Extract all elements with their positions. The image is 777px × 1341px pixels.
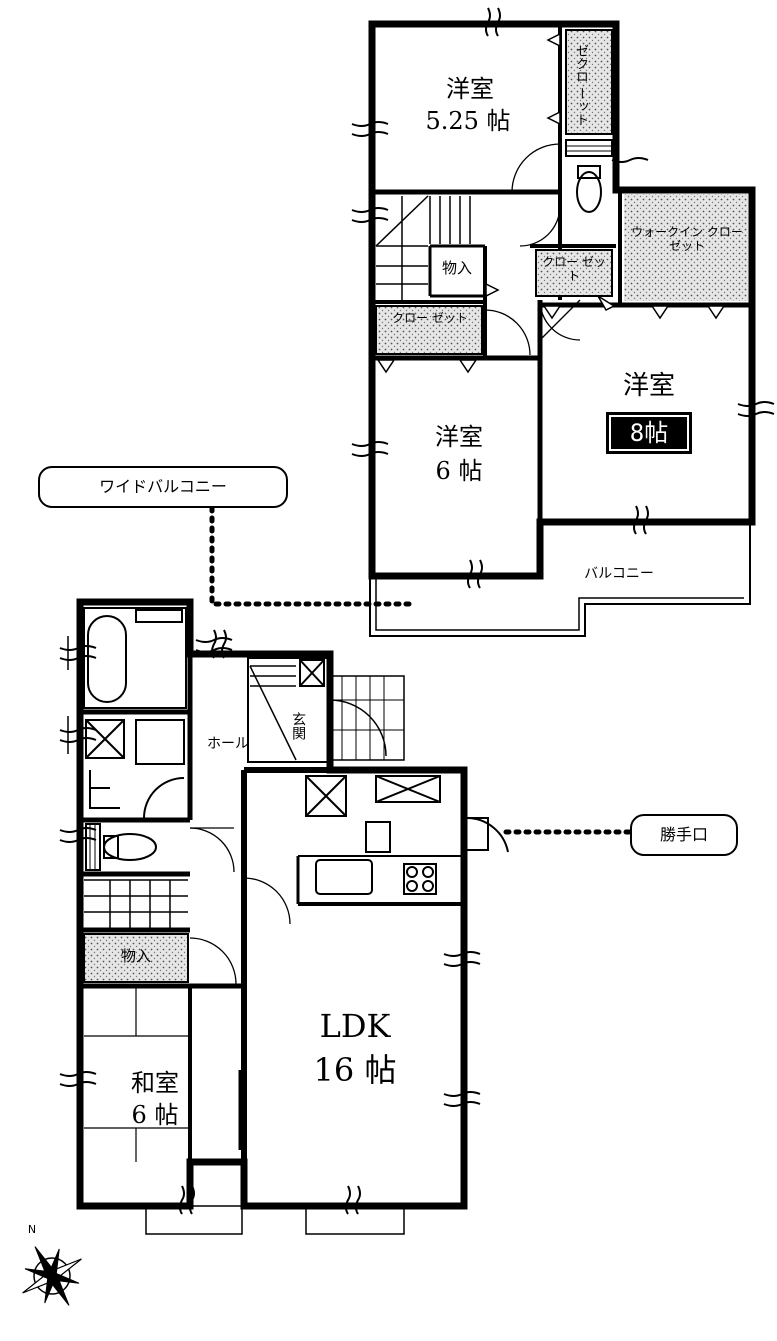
kitchen-fixtures (305, 775, 509, 895)
entrance-label: 玄関 (290, 712, 307, 740)
floor2-stairs (375, 195, 471, 300)
closet-b-label: クロー ゼット (392, 311, 468, 325)
storage-1f-label: 物入 (120, 947, 151, 965)
closet-c-label: クロー ゼット (542, 255, 606, 283)
floor1-doors (189, 827, 291, 985)
floor1-storage-fill (83, 933, 189, 983)
washitsu-sill (145, 1205, 243, 1235)
room-a-size: 5.25 帖 (425, 107, 511, 135)
room-b-size: 6 帖 (435, 457, 483, 485)
floor2-toilet (565, 139, 613, 213)
tatami-lines (84, 986, 242, 1162)
closet-b-fill (375, 305, 483, 355)
window-marks (351, 7, 775, 589)
closet-triangles (376, 32, 726, 374)
closet-top-fill (565, 29, 613, 135)
ldk-size: 16 帖 (313, 1051, 397, 1089)
floor2-walls (368, 20, 756, 637)
bathtub (83, 607, 187, 709)
compass-rose-icon (22, 1246, 82, 1306)
floor2-doors (484, 143, 581, 356)
hall-label: ホール (207, 736, 249, 752)
floor1-toilet (85, 823, 157, 871)
closet-c-fill (535, 249, 613, 297)
washitsu-size: 6 帖 (131, 1101, 179, 1129)
ldk-sill (305, 1205, 405, 1235)
floor1-stairs (84, 665, 297, 930)
washroom-fixtures (85, 719, 185, 819)
window-marks-1f (59, 629, 481, 1215)
balcony-label: バルコニー (584, 566, 654, 582)
room-a-name: 洋室 (446, 75, 494, 103)
storage-2f-label: 物入 (441, 259, 472, 277)
wide-balcony-callout: ワイドバルコニー (38, 466, 288, 508)
compass-north-mark: N (27, 1223, 37, 1236)
entrance-fixtures (299, 659, 405, 761)
service-door-callout: 勝手口 (630, 814, 738, 856)
room-b-name: 洋室 (435, 423, 483, 451)
room-c-size: 8帖 (606, 412, 692, 454)
balcony-callout-leader (209, 505, 415, 607)
walk-in-fill (624, 194, 748, 301)
washitsu-name: 和室 (131, 1069, 179, 1097)
closet-top-label: ゼクロ ーット (572, 44, 588, 127)
room-c-name: 洋室 (622, 371, 675, 401)
walk-in-label: ウォークイン クローゼット (631, 225, 743, 253)
ldk-name: LDK (319, 1007, 391, 1045)
